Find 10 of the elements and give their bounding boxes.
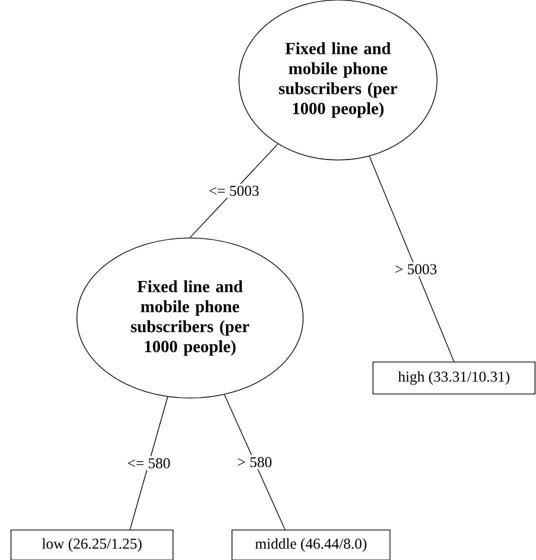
branch-line <box>369 156 454 362</box>
leaf-box: low (26.25/1.25) <box>10 530 174 560</box>
leaf-box: high (33.31/10.31) <box>372 362 536 394</box>
edge-label: <= 5003 <box>206 184 262 198</box>
edge-label: <= 580 <box>125 456 172 470</box>
branch-line <box>130 396 168 530</box>
edge-label: > 580 <box>235 455 274 470</box>
leaf-box: middle (46.44/8.0) <box>232 530 390 560</box>
edge-label: > 5003 <box>392 262 440 276</box>
branch-line <box>224 394 286 530</box>
